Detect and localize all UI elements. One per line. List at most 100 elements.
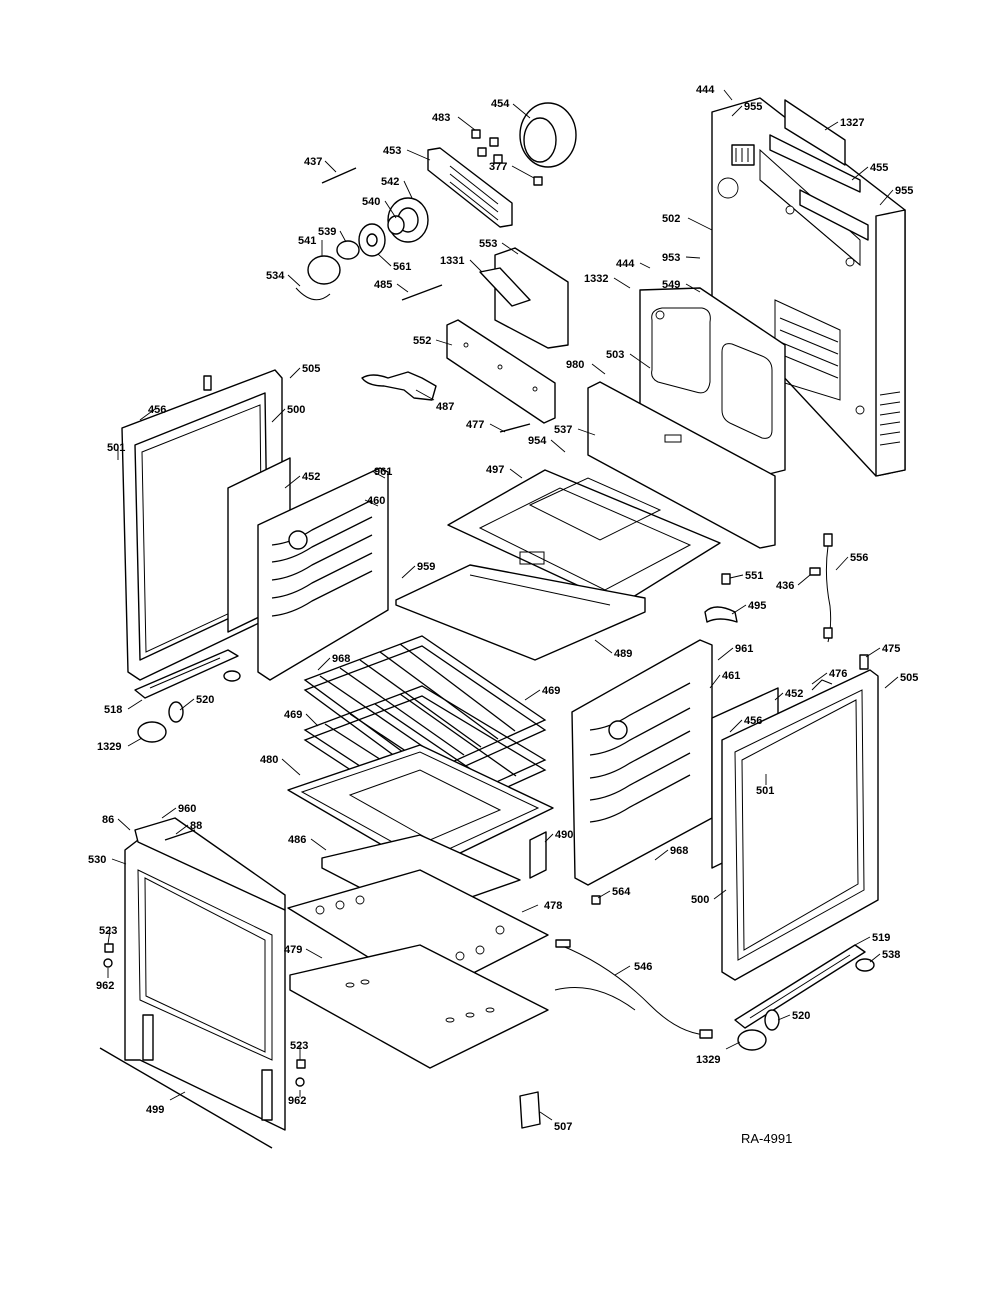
callout-477: 477 xyxy=(466,419,484,431)
inner-back-503 xyxy=(639,287,786,476)
callout-461: 461 xyxy=(722,670,740,682)
callout-551: 551 xyxy=(745,570,763,582)
clip-564 xyxy=(591,895,601,905)
valve-487 xyxy=(361,371,437,401)
manual-507 xyxy=(519,1091,541,1129)
callout-552: 552 xyxy=(413,335,431,347)
callout-476: 476 xyxy=(829,668,847,680)
callout-490: 490 xyxy=(555,829,573,841)
callout-485: 485 xyxy=(374,279,392,291)
callout-452: 452 xyxy=(785,688,803,700)
hinge-519 xyxy=(734,944,866,1029)
oven-rack-469-upper xyxy=(303,635,547,783)
callout-452: 452 xyxy=(302,471,320,483)
clip-523-b xyxy=(296,1059,306,1069)
callout-444: 444 xyxy=(696,84,715,96)
duct-553 xyxy=(479,247,569,349)
callout-469: 469 xyxy=(542,685,560,697)
callout-86: 86 xyxy=(102,814,114,826)
bracket-490 xyxy=(529,831,547,879)
clip-left-bottom xyxy=(223,670,241,682)
callout-961: 961 xyxy=(735,643,753,655)
callout-534: 534 xyxy=(266,270,285,282)
callout-444: 444 xyxy=(616,258,635,270)
callout-962: 962 xyxy=(96,980,114,992)
callout-497: 497 xyxy=(486,464,504,476)
bottom-panel-479 xyxy=(289,944,549,1069)
callout-486: 486 xyxy=(288,834,306,846)
clip-377 xyxy=(533,176,543,186)
callout-519: 519 xyxy=(872,932,890,944)
callout-500: 500 xyxy=(287,404,305,416)
callout-469: 469 xyxy=(284,709,302,721)
callout-1332: 1332 xyxy=(584,273,608,285)
callout-377: 377 xyxy=(489,161,507,173)
callout-980: 980 xyxy=(566,359,584,371)
igniter-477 xyxy=(499,423,531,433)
diagram-reference: RA-4991 xyxy=(741,1131,792,1146)
side-panel-right-500 xyxy=(721,654,879,981)
callout-954: 954 xyxy=(528,435,547,447)
callout-549: 549 xyxy=(662,279,680,291)
clip-523-a xyxy=(104,943,114,953)
callout-561: 561 xyxy=(393,261,411,273)
callout-1329: 1329 xyxy=(97,741,121,753)
callout-labels: 444 955 1327 455 955 502 953 444 1332 54… xyxy=(88,84,918,1133)
clip-436 xyxy=(809,567,821,576)
callout-483: 483 xyxy=(432,112,450,124)
callout-542: 542 xyxy=(381,176,399,188)
front-frame-530 xyxy=(124,817,286,1131)
panel-552 xyxy=(446,319,556,424)
callout-538: 538 xyxy=(882,949,900,961)
callout-540: 540 xyxy=(362,196,380,208)
callout-953: 953 xyxy=(662,252,680,264)
callout-968: 968 xyxy=(670,845,688,857)
callout-501: 501 xyxy=(756,785,774,797)
callout-454: 454 xyxy=(491,98,510,110)
bracket-1327 xyxy=(769,99,861,193)
callout-955: 955 xyxy=(895,185,913,197)
callout-959: 959 xyxy=(417,561,435,573)
callout-503: 503 xyxy=(606,349,624,361)
callout-537: 537 xyxy=(554,424,572,436)
wire-harness-546 xyxy=(554,939,713,1039)
vent-duct-453 xyxy=(427,147,513,228)
screw-962-a xyxy=(103,958,113,968)
callout-478: 478 xyxy=(544,900,562,912)
wire-437 xyxy=(321,167,357,184)
oven-top-497 xyxy=(447,469,721,606)
callout-961: 961 xyxy=(374,466,392,478)
callout-500: 500 xyxy=(691,894,709,906)
callout-475: 475 xyxy=(882,643,900,655)
clips-483 xyxy=(471,129,503,164)
callout-489: 489 xyxy=(614,648,632,660)
rod-485 xyxy=(401,284,443,301)
callout-962: 962 xyxy=(288,1095,306,1107)
callout-479: 479 xyxy=(284,944,302,956)
callout-1331: 1331 xyxy=(440,255,464,267)
fan-assembly xyxy=(295,197,429,301)
bottom-cover-489 xyxy=(395,564,646,661)
callout-507: 507 xyxy=(554,1121,572,1133)
callout-523: 523 xyxy=(290,1040,308,1052)
callout-460: 460 xyxy=(367,495,385,507)
callout-436: 436 xyxy=(776,580,794,592)
callout-456: 456 xyxy=(148,404,166,416)
foot-1329-left xyxy=(137,701,184,743)
callout-546: 546 xyxy=(634,961,652,973)
callout-530: 530 xyxy=(88,854,106,866)
callout-539: 539 xyxy=(318,226,336,238)
callout-487: 487 xyxy=(436,401,454,413)
bracket-495 xyxy=(704,606,738,623)
callout-960: 960 xyxy=(178,803,196,815)
wire-harness-556 xyxy=(823,533,833,643)
callout-502: 502 xyxy=(662,213,680,225)
callout-541: 541 xyxy=(298,235,316,247)
callout-564: 564 xyxy=(612,886,631,898)
callout-520: 520 xyxy=(196,694,214,706)
callout-437: 437 xyxy=(304,156,322,168)
callout-453: 453 xyxy=(383,145,401,157)
callout-495: 495 xyxy=(748,600,766,612)
kick-499 xyxy=(99,1047,273,1149)
